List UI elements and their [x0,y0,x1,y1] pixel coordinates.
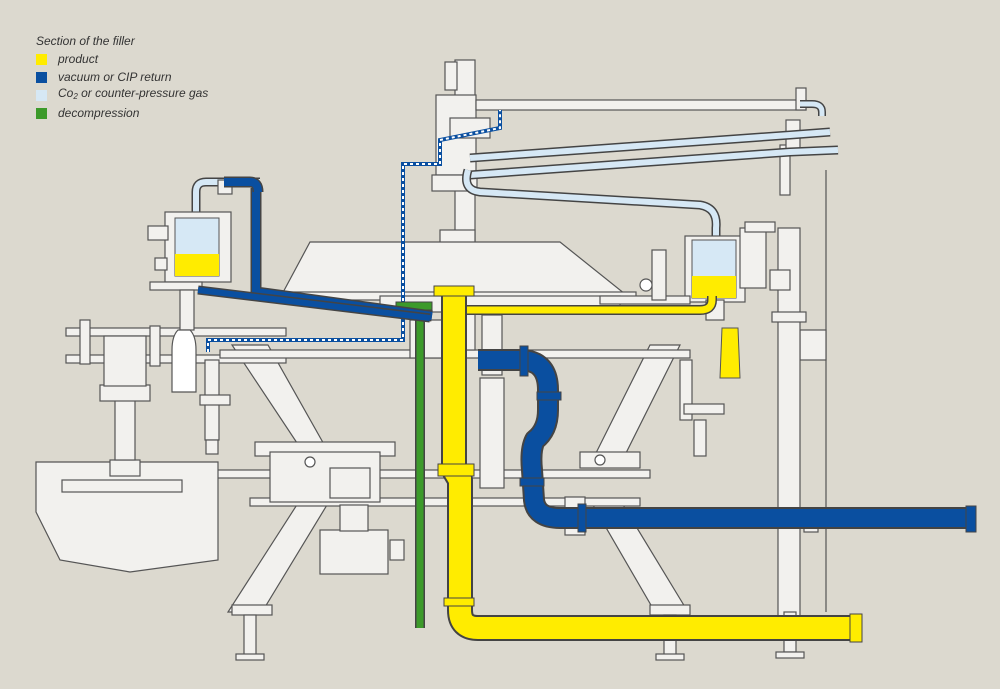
product-line [433,285,863,643]
vacuum-swatch [36,71,47,83]
legend-label: Co2 or counter-pressure gas [58,86,209,101]
legend-label: product [58,52,99,66]
legend-title: Section of the filler [36,34,135,48]
vacuum-line [197,176,977,533]
legend-item-decompression: decompression [36,104,208,122]
drive-unit [269,451,405,575]
legend-item-gas: Co2 or counter-pressure gas [36,86,208,104]
legend: Section of the filler product vacuum or … [36,32,208,122]
legend-label: vacuum or CIP return [58,70,172,84]
product-swatch [36,53,47,65]
gas-lines [191,100,839,240]
left-base-tank [35,319,219,573]
control-line [206,110,502,352]
back-wall [799,170,827,612]
legend-item-vacuum: vacuum or CIP return [36,68,208,86]
left-filling-valve [147,211,232,455]
right-support-column [769,227,807,659]
legend-item-product: product [36,50,208,68]
gas-swatch [36,89,47,101]
legend-label: decompression [58,106,140,120]
decompression-swatch [36,107,47,119]
